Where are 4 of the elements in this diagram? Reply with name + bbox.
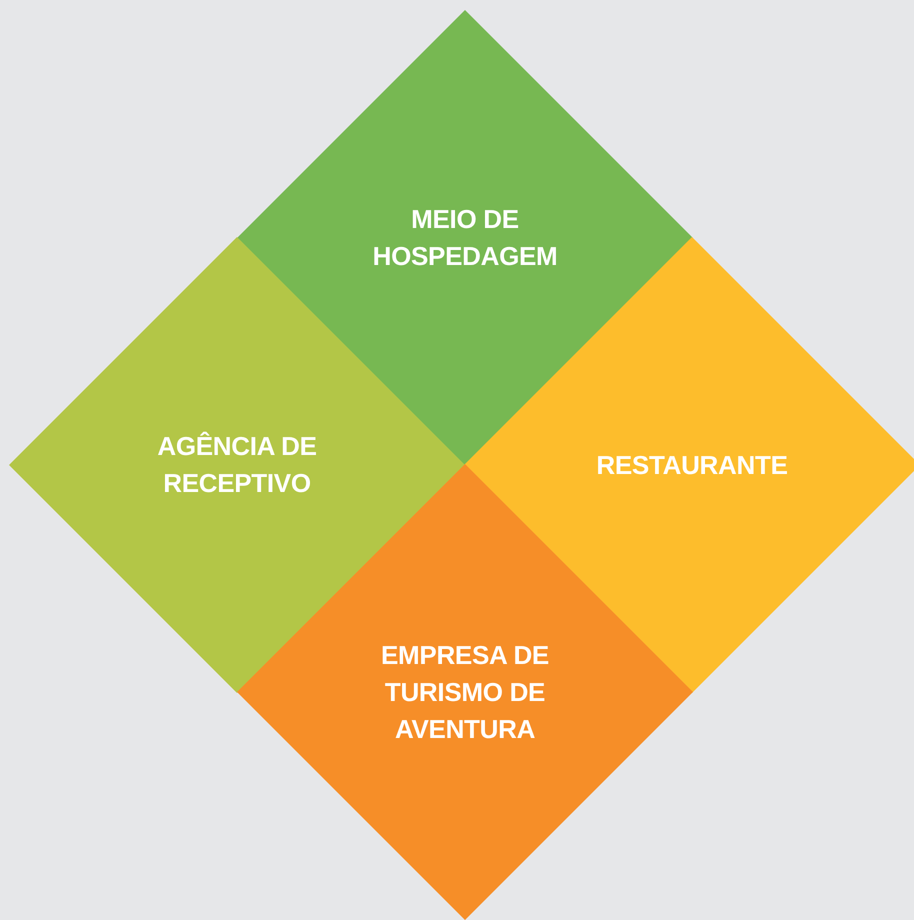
tile-label: MEIO DE HOSPEDAGEM [372,203,558,273]
tile-label: AGÊNCIA DE RECEPTIVO [156,430,318,500]
tile-label: EMPRESA DE TURISMO DE AVENTURA [380,638,550,746]
tile-label: RESTAURANTE [595,448,789,482]
